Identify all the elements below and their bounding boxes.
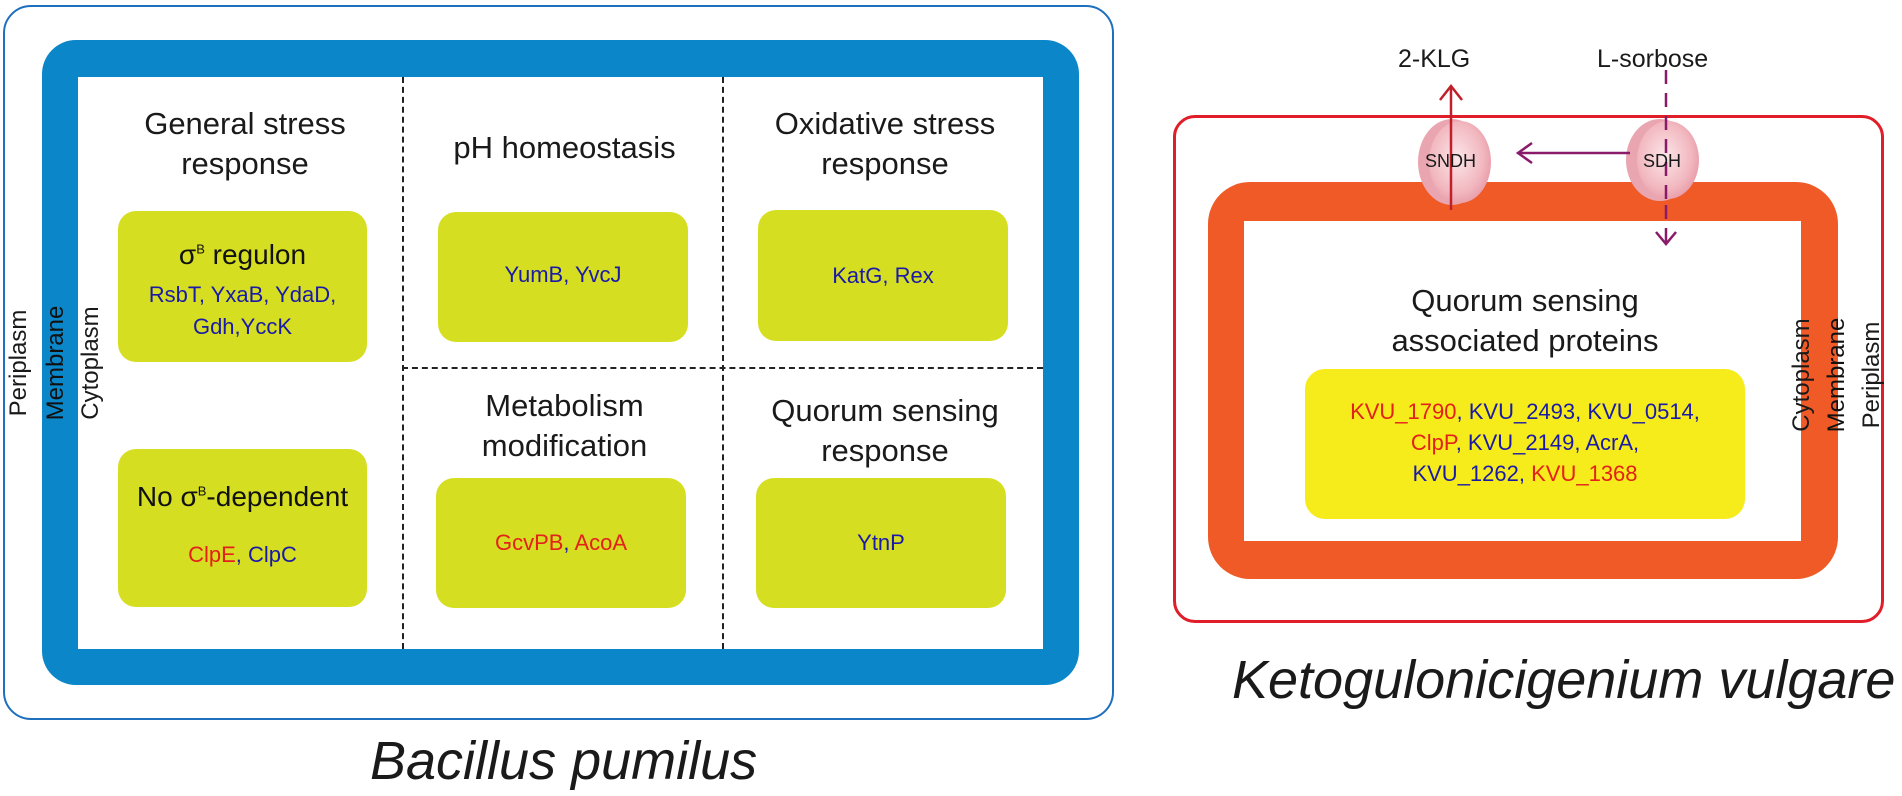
gene-label: , — [1574, 430, 1586, 455]
gene-label: RsbT — [148, 282, 199, 307]
qs-proteins-box: KVU_1790, KVU_2493, KVU_0514,ClpP, KVU_2… — [1305, 369, 1745, 519]
gene-label: YdaD — [275, 282, 331, 307]
gene-label: , — [1633, 430, 1640, 455]
sigma-b-regulon-box: σB regulon RsbT, YxaB, YdaD, Gdh,YccK — [118, 211, 367, 362]
substrate-l-sorbose-label: L-sorbose — [1597, 45, 1709, 73]
gene-label: , — [882, 263, 895, 288]
enzyme-reaction-diagram — [1418, 70, 1699, 246]
bp-membrane-label: Membrane — [42, 305, 69, 421]
sigma-b-genes-line1: RsbT, YxaB, YdaD, — [118, 279, 367, 311]
gene-label: KVU_1790 — [1350, 399, 1457, 424]
ph-genes: YumB, YvcJ — [438, 259, 688, 291]
ketogulonicigenium-species-label: Ketogulonicigenium vulgare — [1232, 650, 1896, 710]
qs-proteins-line: ClpP, KVU_2149, AcrA, — [1305, 427, 1745, 458]
gene-label: YumB — [504, 262, 564, 287]
bacillus-species-label: Bacillus pumilus — [370, 731, 758, 791]
sigma-b-genes-line2: Gdh,YccK — [118, 311, 367, 343]
divider-vertical-1 — [402, 77, 404, 649]
sdh-label: SDH — [1643, 151, 1682, 171]
gene-label: ClpP — [1410, 430, 1456, 455]
gene-label: , — [563, 262, 576, 287]
ketogulonicigenium-outer-boundary — [1173, 115, 1884, 623]
metabolism-box: GcvPB, AcoA — [436, 478, 686, 608]
gene-label: , — [1455, 430, 1468, 455]
sdh-enzyme-icon — [1626, 119, 1699, 201]
no-sigma-b-genes: ClpE, ClpC — [118, 539, 367, 571]
gene-label: KatG — [832, 263, 883, 288]
product-2klg-label: 2-KLG — [1398, 45, 1471, 73]
gene-label: YccK — [240, 314, 293, 339]
ph-homeostasis-title: pH homeostasis — [453, 130, 676, 165]
quorum-response-genes: YtnP — [756, 527, 1006, 559]
gene-label: , — [330, 282, 337, 307]
gene-label: , — [563, 530, 575, 555]
oxidative-stress-title: Oxidative stress response — [774, 106, 996, 181]
oxidative-stress-box: KatG, Rex — [758, 210, 1008, 341]
gene-label: YtnP — [857, 530, 905, 555]
gene-label: , — [263, 282, 276, 307]
quorum-response-title: Quorum sensing response — [771, 393, 999, 468]
gene-label: , — [1518, 461, 1532, 486]
quorum-response-box: YtnP — [756, 478, 1006, 608]
gene-label: , — [235, 542, 248, 567]
gene-label: KVU_1368 — [1531, 461, 1638, 486]
metabolism-title: Metabolism modification — [481, 388, 648, 463]
gene-label: YxaB — [210, 282, 264, 307]
ph-homeostasis-box: YumB, YvcJ — [438, 212, 688, 342]
gene-label: AcoA — [574, 530, 628, 555]
gene-label: Rex — [894, 263, 934, 288]
gene-label: ClpE — [188, 542, 236, 567]
qs-associated-title: Quorum sensing associated proteins — [1391, 283, 1659, 358]
oxidative-genes: KatG, Rex — [758, 260, 1008, 292]
gene-label: KVU_0514 — [1587, 399, 1694, 424]
kv-membrane-label: Membrane — [1823, 317, 1850, 433]
kv-periplasm-label: Periplasm — [1858, 321, 1885, 429]
sigma-b-regulon-heading: σB regulon — [178, 239, 307, 270]
qs-proteins-line: KVU_1790, KVU_2493, KVU_0514, — [1305, 396, 1745, 427]
gene-label: YvcJ — [575, 262, 622, 287]
sndh-label: SNDH — [1425, 151, 1477, 171]
divider-vertical-2 — [722, 77, 724, 649]
general-stress-title: General stress response — [144, 106, 346, 181]
bacillus-outer-boundary — [3, 5, 1114, 720]
kv-cytoplasm-label: Cytoplasm — [1788, 318, 1815, 432]
gene-label: GcvPB — [494, 530, 564, 555]
no-sigma-b-box: No σB-dependent ClpE, ClpC — [118, 449, 367, 607]
gene-label: ClpC — [248, 542, 297, 567]
gene-label: Gdh — [192, 314, 235, 339]
no-sigma-b-heading: No σB-dependent — [136, 481, 349, 512]
gene-label: , — [198, 282, 211, 307]
gene-label: KVU_1262 — [1412, 461, 1519, 486]
gene-label: , — [234, 314, 241, 339]
bp-periplasm-label: Periplasm — [5, 309, 32, 417]
qs-proteins-line: KVU_1262, KVU_1368 — [1305, 458, 1745, 489]
gene-label: KVU_2149 — [1467, 430, 1575, 455]
qs-proteins-list: KVU_1790, KVU_2493, KVU_0514,ClpP, KVU_2… — [1305, 396, 1745, 489]
gene-label: , — [1456, 399, 1469, 424]
divider-horizontal — [402, 367, 1043, 369]
gene-label: , — [1575, 399, 1588, 424]
bp-cytoplasm-label: Cytoplasm — [77, 306, 104, 420]
metabolism-genes: GcvPB, AcoA — [436, 527, 686, 559]
gene-label: AcrA — [1585, 430, 1634, 455]
gene-label: , — [1693, 399, 1700, 424]
gene-label: KVU_2493 — [1468, 399, 1576, 424]
